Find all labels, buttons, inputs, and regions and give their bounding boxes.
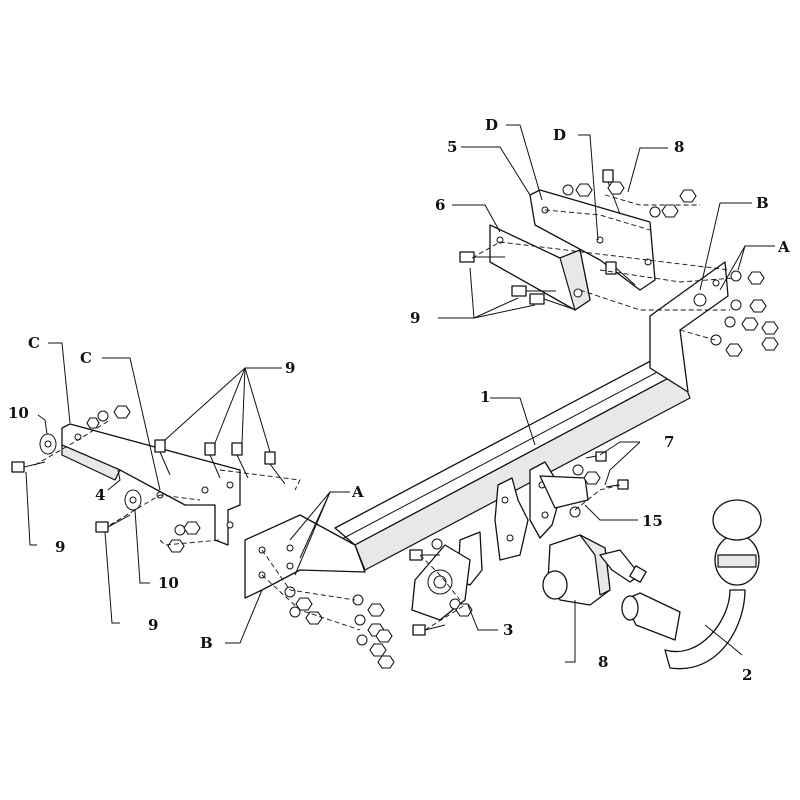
callout-part-9-center-bottom: 9 <box>148 616 158 634</box>
tow-ball <box>621 499 762 670</box>
callout-ref-c-mid: C <box>80 349 92 367</box>
callout-part-8-top: 8 <box>674 138 684 156</box>
right-brackets <box>489 189 656 311</box>
callout-ref-b-right: B <box>756 194 769 212</box>
left-bracket <box>61 423 241 546</box>
callout-part-1: 1 <box>480 388 490 406</box>
main-crossbar <box>244 261 729 599</box>
callout-part-8-bottom: 8 <box>598 653 608 671</box>
callout-part-4: 4 <box>95 486 105 504</box>
assembly-guide-lines <box>34 194 736 631</box>
callout-ref-d-right: D <box>553 126 566 144</box>
callout-part-10-top: 10 <box>8 404 29 422</box>
callout-part-9-left-bottom: 9 <box>55 538 65 556</box>
callout-part-10-bottom: 10 <box>158 574 179 592</box>
callout-ref-d-left: D <box>485 116 498 134</box>
callout-part-2: 2 <box>742 666 752 684</box>
callout-part-15: 15 <box>642 512 663 530</box>
callout-part-5: 5 <box>447 138 457 156</box>
callout-ref-a-left: A <box>351 483 364 501</box>
callout-part-7: 7 <box>664 433 674 451</box>
bolts <box>11 169 636 636</box>
callout-part-9-left-top: 9 <box>285 359 295 377</box>
callout-ref-a-right: A <box>777 238 790 256</box>
callout-labels: 1 2 3 4 5 6 7 8 8 9 9 9 9 10 10 15 A A B… <box>8 116 790 684</box>
electrical-socket <box>542 534 647 606</box>
callout-part-3: 3 <box>503 621 513 639</box>
callout-part-6: 6 <box>435 196 445 214</box>
callout-ref-b-left: B <box>200 634 213 652</box>
callout-ref-c-left: C <box>28 334 40 352</box>
callout-part-9-top: 9 <box>410 309 420 327</box>
nuts-and-washers <box>39 181 779 669</box>
leader-lines <box>25 124 775 663</box>
